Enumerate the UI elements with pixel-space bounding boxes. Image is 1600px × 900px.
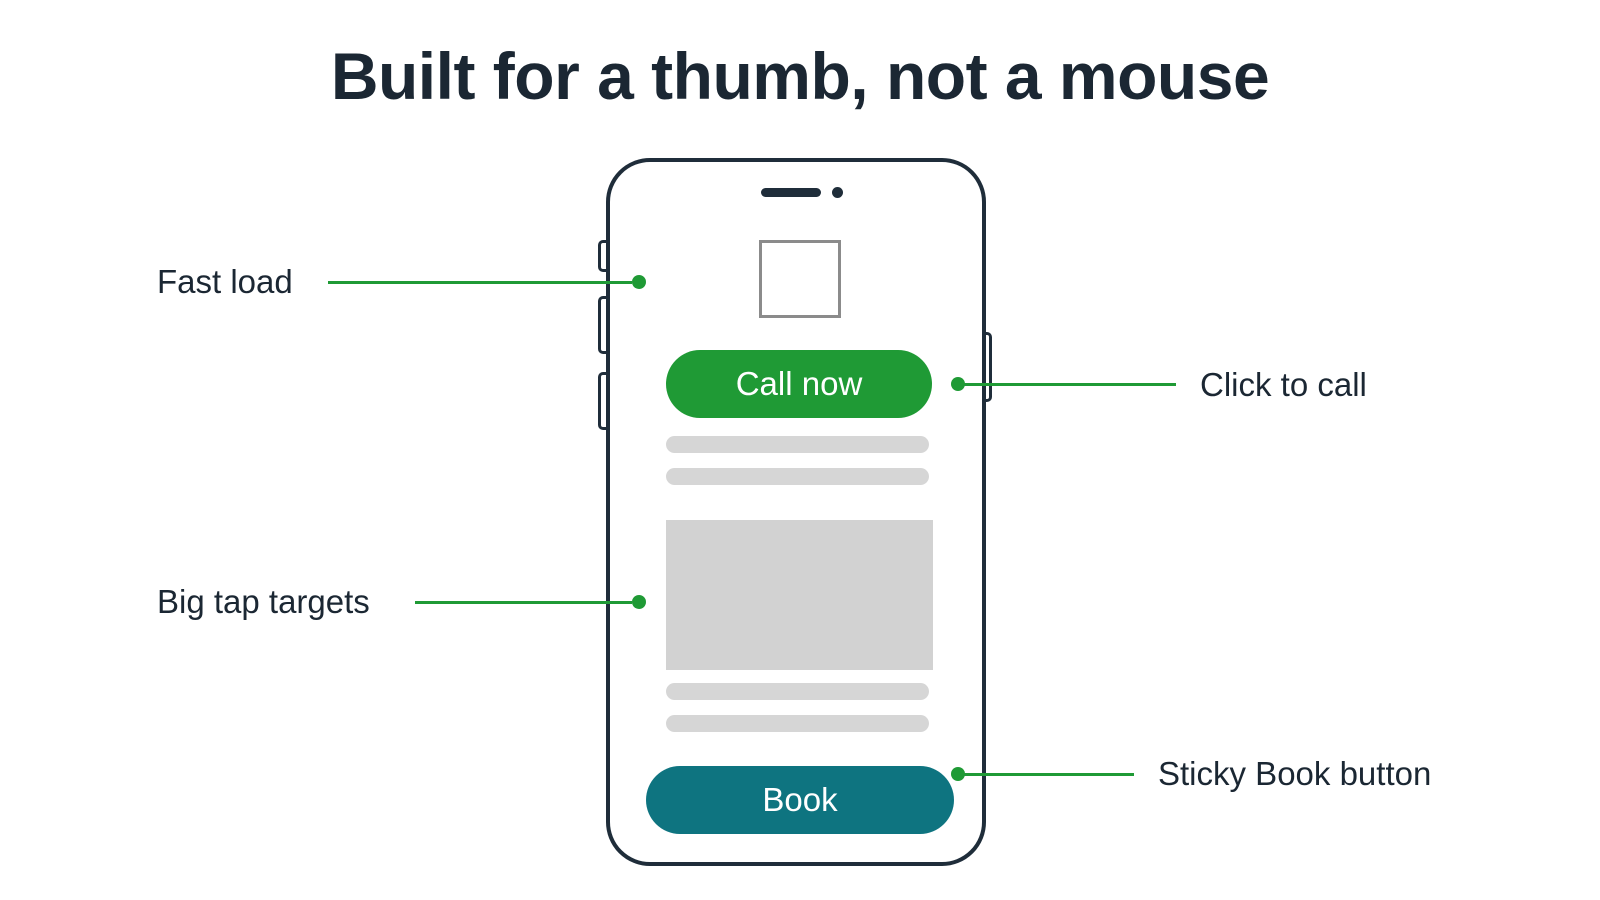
phone-speaker-icon bbox=[761, 188, 821, 197]
phone-mockup: Call now Book bbox=[606, 158, 986, 866]
phone-camera-icon bbox=[832, 187, 843, 198]
callout-big-tap-targets: Big tap targets bbox=[157, 583, 370, 620]
phone-power-button bbox=[982, 332, 992, 402]
callout-leader-line bbox=[958, 383, 1176, 386]
image-placeholder bbox=[666, 520, 933, 670]
callout-sticky-book-button: Sticky Book button bbox=[1158, 755, 1432, 792]
phone-volume-up-button bbox=[598, 296, 608, 354]
page-title: Built for a thumb, not a mouse bbox=[330, 39, 1270, 113]
phone-side-button-top bbox=[598, 240, 608, 272]
call-now-button[interactable]: Call now bbox=[666, 350, 932, 418]
text-placeholder-line bbox=[666, 468, 929, 485]
callout-fast-load: Fast load bbox=[157, 263, 293, 300]
book-button[interactable]: Book bbox=[646, 766, 954, 834]
callout-leader-line bbox=[958, 773, 1134, 776]
callout-leader-line bbox=[328, 281, 632, 284]
callout-dot bbox=[632, 275, 646, 289]
callout-dot bbox=[632, 595, 646, 609]
logo-placeholder-icon bbox=[759, 240, 841, 318]
text-placeholder-line bbox=[666, 436, 929, 453]
callout-leader-line bbox=[415, 601, 632, 604]
phone-volume-down-button bbox=[598, 372, 608, 430]
callout-click-to-call: Click to call bbox=[1200, 366, 1367, 403]
text-placeholder-line bbox=[666, 683, 929, 700]
text-placeholder-line bbox=[666, 715, 929, 732]
